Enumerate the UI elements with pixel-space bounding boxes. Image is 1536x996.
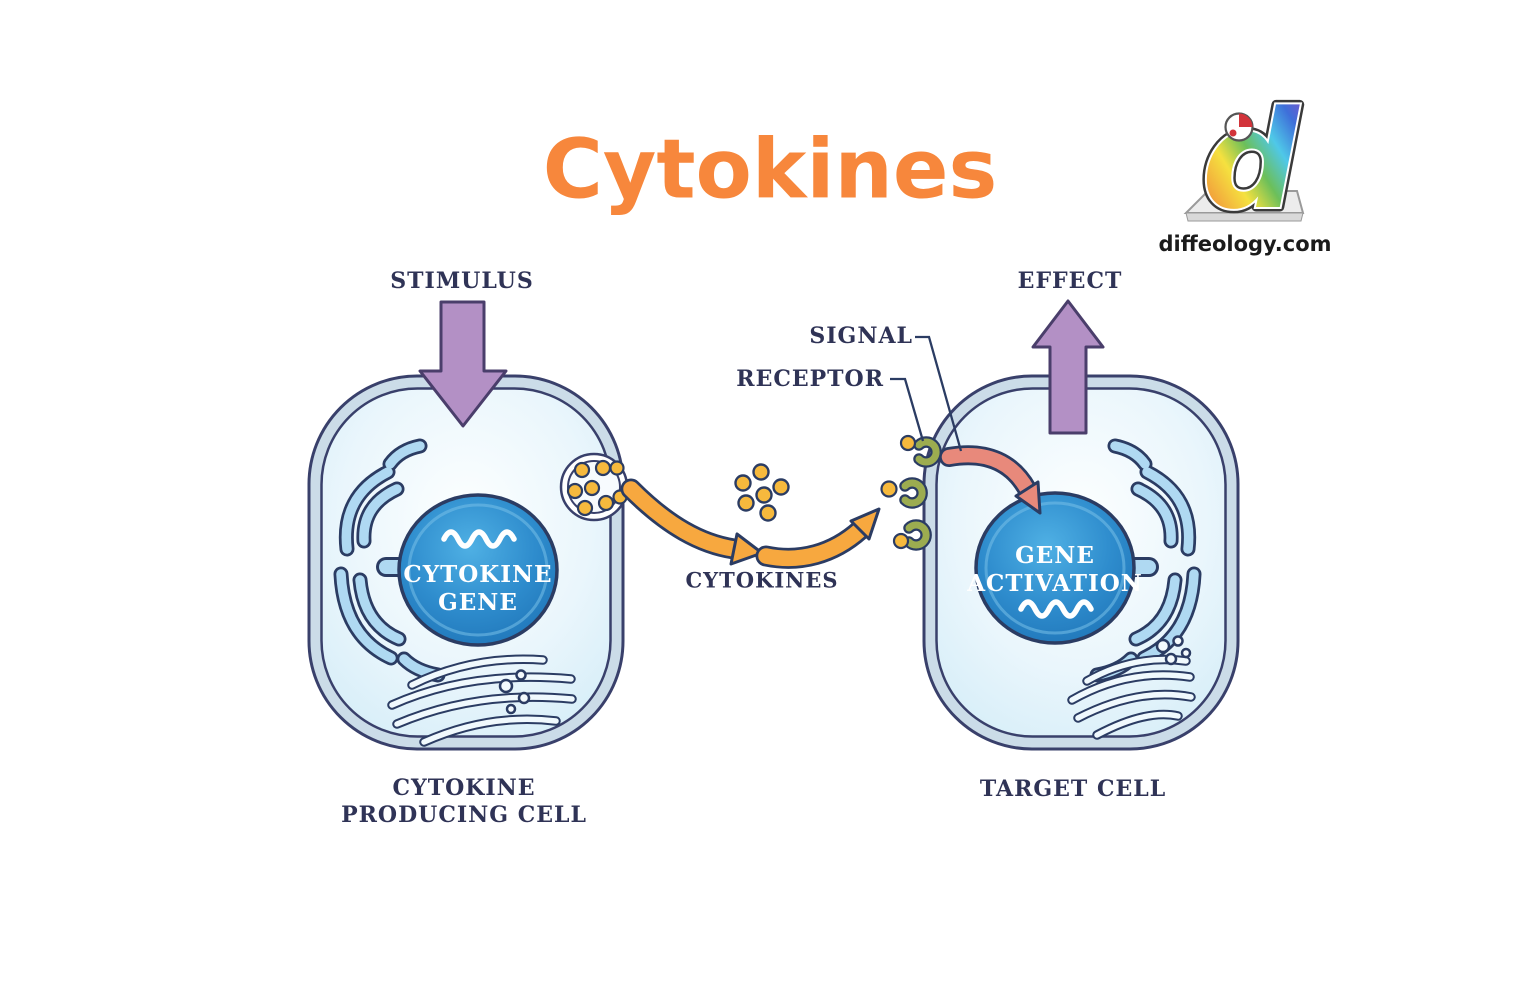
left-nucleus [397,493,559,647]
left-nucleus-label-line2: GENE [438,589,518,616]
logo-ball-icon [1224,112,1254,142]
receptor-icon [905,521,930,549]
left-nucleus-label-line1: CYTOKINE [403,561,553,588]
left-golgi-vesicles [498,669,531,715]
signal-label: SIGNAL [809,323,913,349]
receptor-icon [915,438,940,466]
rainbow-d-icon: d [1202,82,1300,239]
page-title: Cytokines [542,122,998,218]
left-golgi [389,656,575,745]
left-nucleus-label: CYTOKINE GENE [403,561,552,617]
right-nucleus-label: GENE ACTIVATION [967,542,1143,598]
producing-cell-label-line2: PRODUCING CELL [341,802,587,828]
left-nucleus-highlight [407,503,549,637]
target-cell-label: TARGET CELL [979,776,1167,802]
bound-cytokine-dots [880,434,917,550]
left-endoplasmic-reticulum [336,441,443,680]
stimulus-label: STIMULUS [390,268,534,294]
right-nucleus [974,491,1136,645]
cytokines-label: CYTOKINES [685,567,839,593]
rainbow-d-outline: d [1202,82,1300,239]
cytokine-flow-arrow-1 [620,478,764,566]
receptor-label: RECEPTOR [736,366,884,392]
right-nucleus-highlight [984,501,1126,635]
diffeology-logo: d d [1183,78,1305,244]
cytokine-dot-cluster [734,463,790,522]
producing-cell-label: CYTOKINE PRODUCING CELL [341,775,587,829]
signal-connector-line [915,335,963,452]
receptor-connector-line [890,377,925,442]
right-nucleus-label-line2: ACTIVATION [967,570,1143,597]
receptor-icon [901,479,926,507]
cytokine-producing-cell [307,374,629,751]
left-gene-squiggle-icon [441,529,517,549]
cytokine-flow-arrow-2 [755,507,881,569]
brand-site-text: diffeology.com [1158,232,1332,256]
effect-arrow-icon [1031,299,1105,435]
vesicle-cytokine-dots [566,459,615,517]
signal-arrow-icon [939,445,1042,515]
stimulus-arrow-icon [418,300,508,428]
right-golgi-vesicles [1155,635,1192,666]
right-gene-squiggle-icon [1018,599,1094,619]
right-nucleus-label-line1: GENE [1015,542,1095,569]
label-connectors [890,335,963,452]
producing-cell-label-line1: CYTOKINE [392,775,536,801]
receptors [880,434,942,551]
effect-label: EFFECT [1017,268,1123,294]
logo-base-front [1185,212,1304,222]
